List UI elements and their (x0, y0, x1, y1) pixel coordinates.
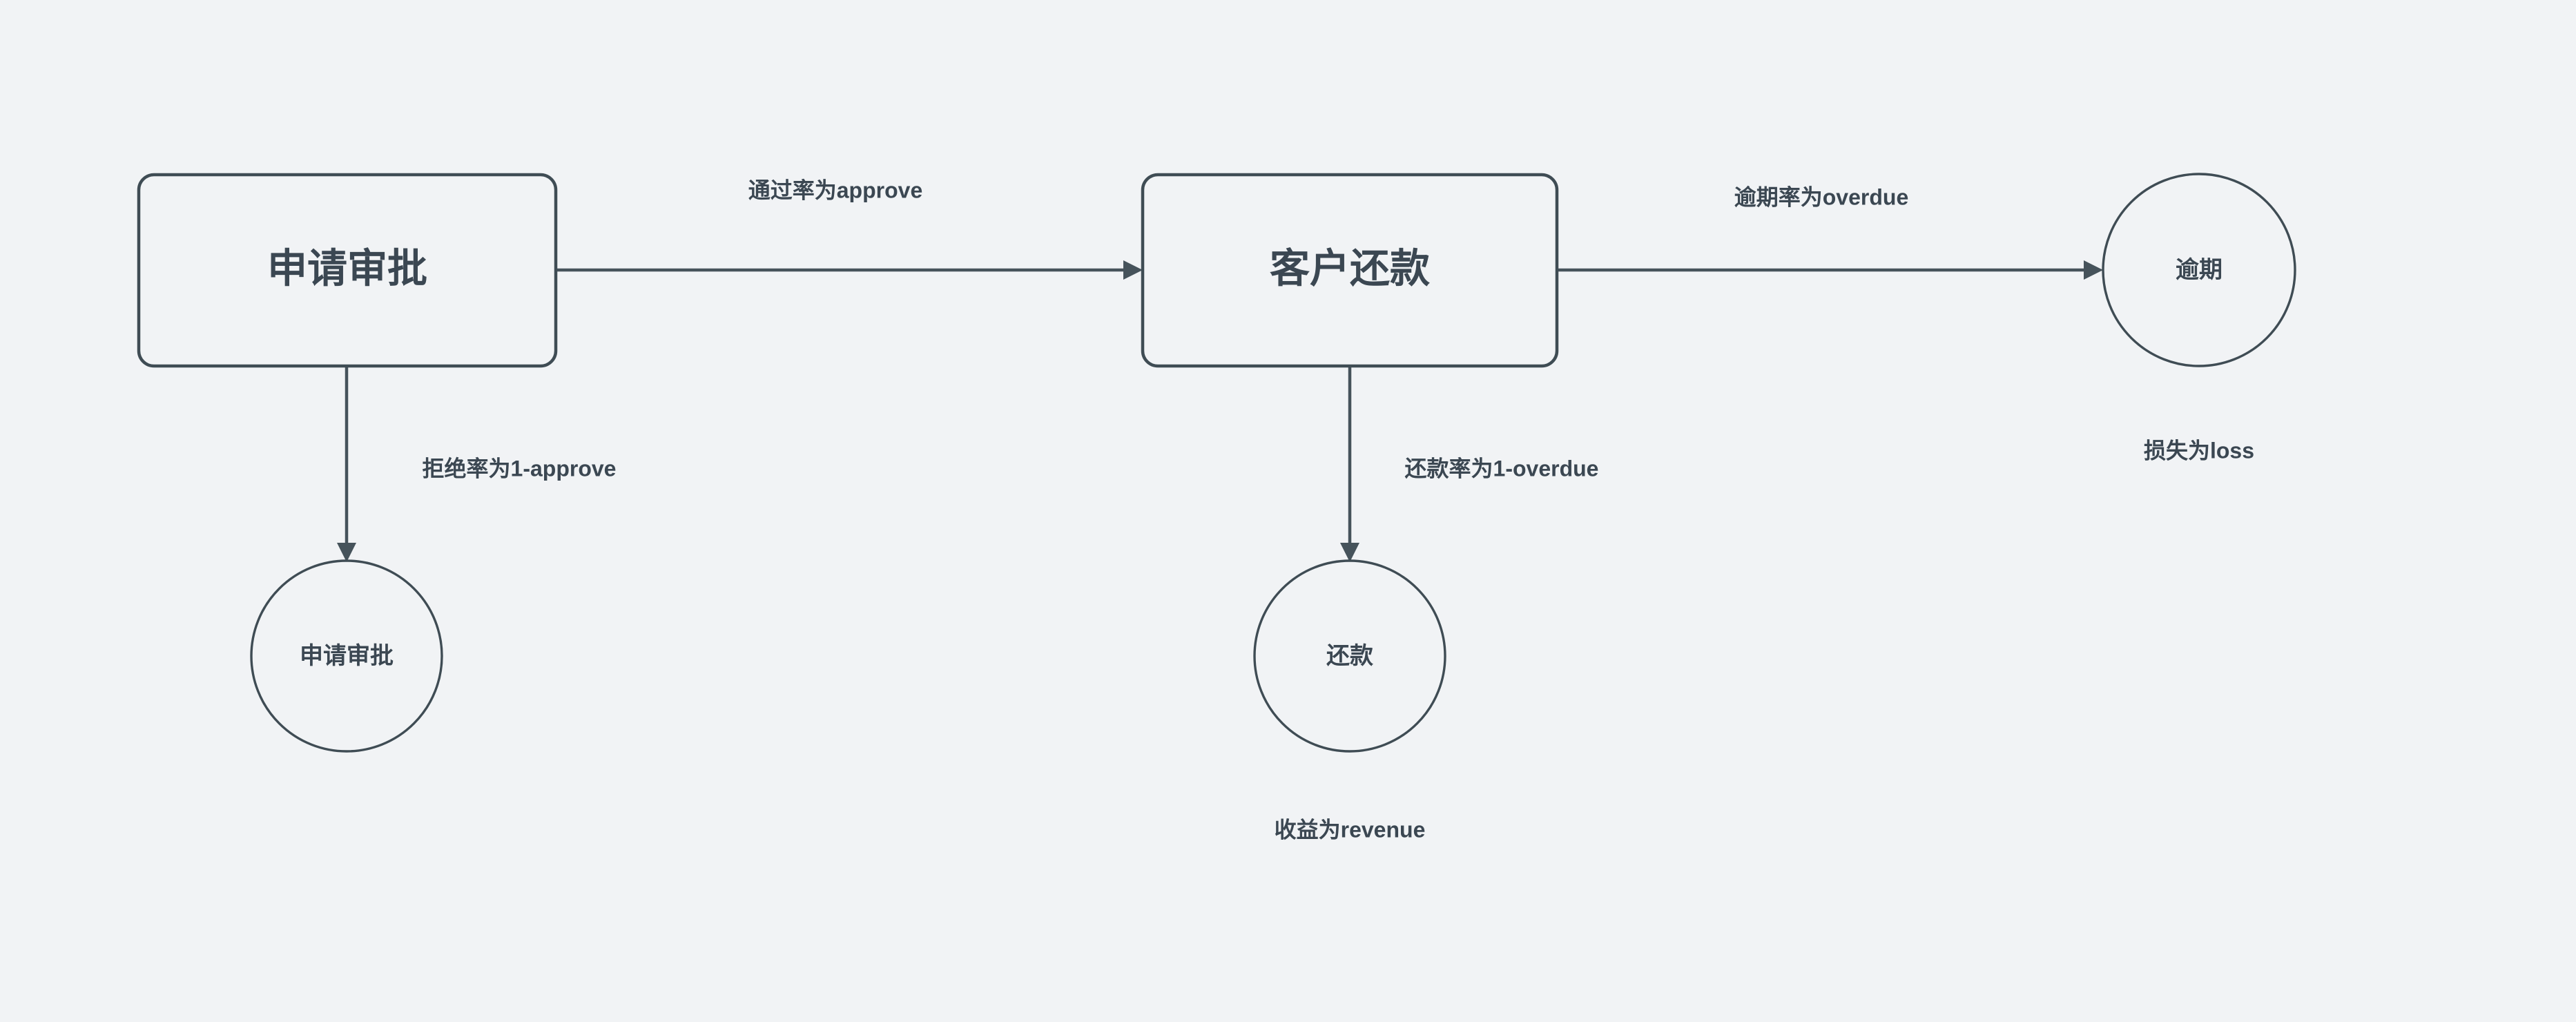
edge-repay-arrowhead (1340, 543, 1359, 562)
loss-outcome-label: 损失为loss (2144, 438, 2254, 463)
node-rejected[interactable]: 申请审批 (250, 559, 443, 753)
edge-overdue-arrowhead (2084, 260, 2103, 280)
edge-reject: 拒绝率为1-approve (337, 366, 616, 562)
node-application-approval[interactable]: 申请审批 (137, 173, 558, 368)
edge-overdue: 逾期率为overdue (1557, 184, 2103, 280)
rejected-circle[interactable] (250, 559, 443, 753)
edge-approve-arrowhead (1123, 260, 1143, 280)
customer-repayment-box[interactable] (1141, 173, 1559, 368)
repaid-label: 还款 (1326, 643, 1373, 669)
node-repaid[interactable]: 还款 (1253, 559, 1446, 753)
edge-reject-arrowhead (337, 543, 356, 562)
customer-repayment-label: 客户还款 (1270, 246, 1430, 291)
rejected-label: 申请审批 (300, 643, 394, 669)
edge-reject-label: 拒绝率为1-approve (423, 456, 617, 481)
application-approval-label: 申请审批 (267, 246, 427, 291)
repaid-circle[interactable] (1253, 559, 1446, 753)
edge-approve: 通过率为approve (556, 177, 1143, 280)
node-customer-repayment[interactable]: 客户还款 (1141, 173, 1559, 368)
overdue-label: 逾期 (2176, 257, 2222, 283)
node-overdue[interactable]: 逾期 (2102, 173, 2296, 367)
edge-repay: 还款率为1-overdue (1340, 366, 1598, 562)
revenue-outcome-label: 收益为revenue (1275, 817, 1426, 842)
edge-approve-label: 通过率为approve (748, 177, 923, 202)
application-approval-box[interactable] (137, 173, 558, 368)
edge-repay-label: 还款率为1-overdue (1405, 456, 1599, 481)
overdue-circle[interactable] (2102, 173, 2296, 367)
edge-overdue-label: 逾期率为overdue (1734, 184, 1909, 209)
